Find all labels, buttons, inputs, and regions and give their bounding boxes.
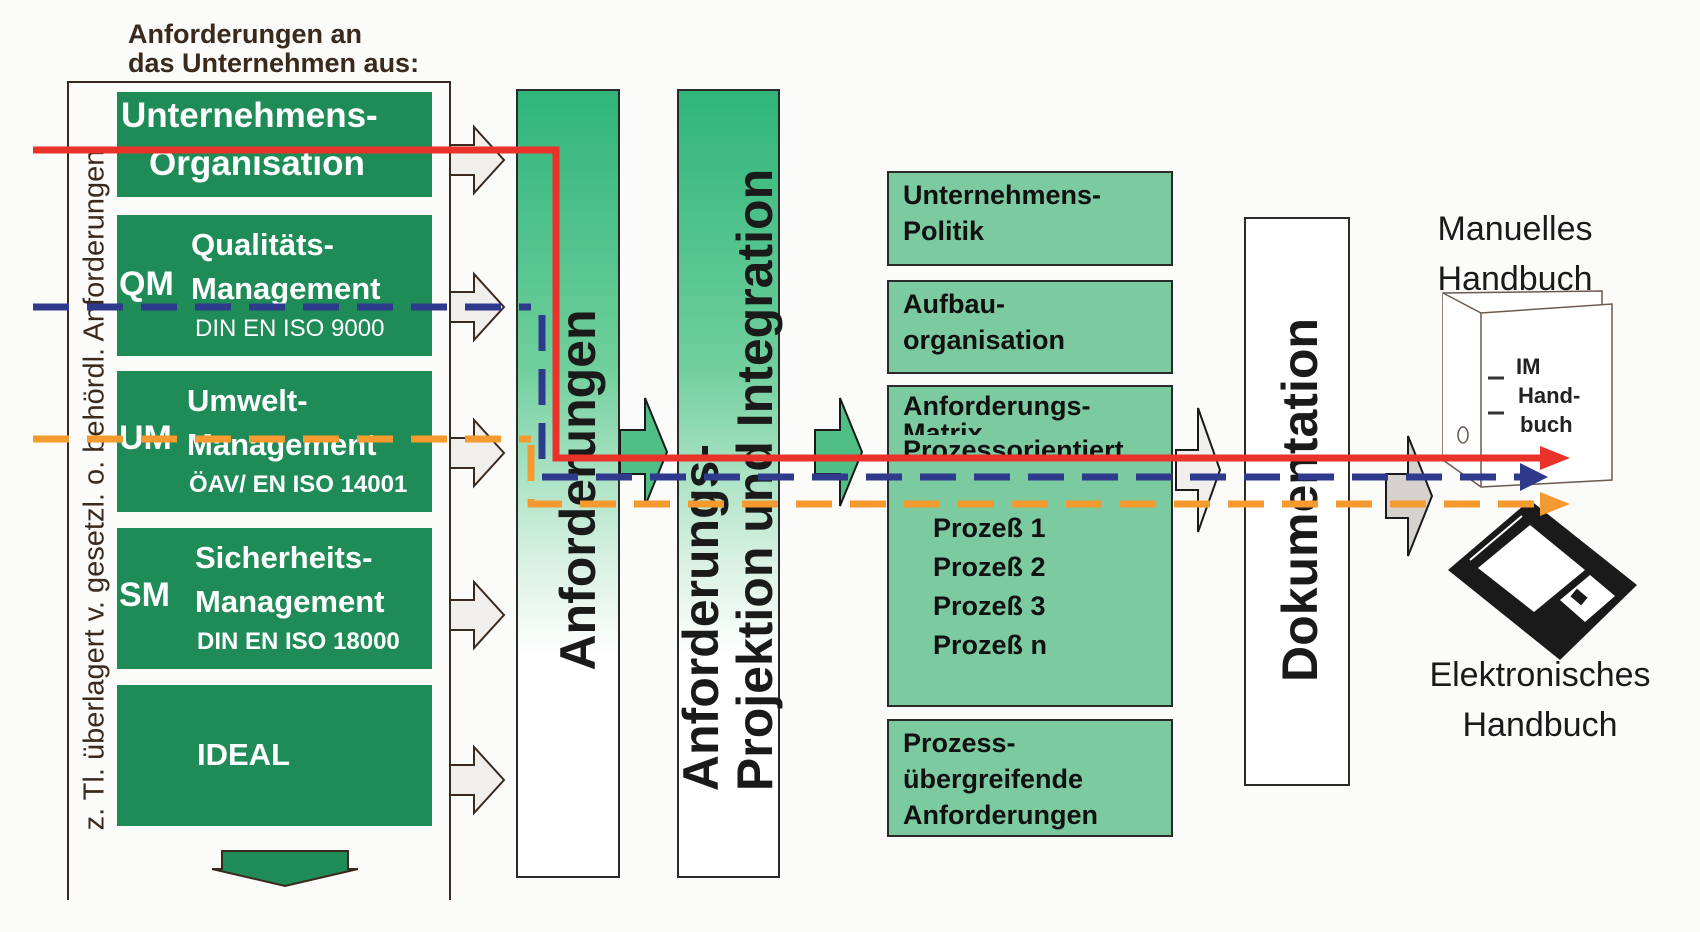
manual-handbook-label: Manuelles Handbuch <box>1410 204 1620 304</box>
process-item: Prozeß 3 <box>933 591 1046 621</box>
source-label: Sicherheits- <box>195 540 373 575</box>
arrow-right-icon <box>449 579 506 651</box>
box-line: Matrix <box>903 421 1157 435</box>
process-item: Prozeß 2 <box>933 552 1046 582</box>
box-line: Anforderungen <box>903 800 1098 830</box>
title-line-2: das Unternehmen aus: <box>128 48 420 78</box>
box-line: übergreifende <box>903 764 1084 794</box>
source-ideal: IDEAL <box>117 685 432 826</box>
path-orange <box>527 445 1540 508</box>
process-item: Prozeß 1 <box>933 513 1046 543</box>
source-label: IDEAL <box>197 737 290 772</box>
binder-label: buch <box>1520 412 1573 437</box>
box-line: organisation <box>903 325 1066 355</box>
arrow-head-red <box>1540 446 1570 470</box>
source-label: Management <box>195 584 385 619</box>
manual-line-1: Manuelles <box>1437 210 1593 248</box>
arrow-right-icon <box>1385 435 1434 557</box>
box-line: Prozess- <box>903 728 1016 758</box>
arrow-right-icon <box>449 417 506 489</box>
binder-label: Hand- <box>1518 383 1580 408</box>
source-abbr: QM <box>119 265 174 303</box>
arrow-right-icon <box>1175 407 1222 533</box>
source-organisation: Unternehmens- Organisation <box>117 92 432 197</box>
path-blue <box>538 315 1520 481</box>
source-standard: DIN EN ISO 18000 <box>197 628 400 655</box>
path-red <box>33 146 1545 462</box>
source-label: Unternehmens- <box>121 96 378 135</box>
arrow-right-icon <box>619 397 669 507</box>
binder-label: IM <box>1516 354 1540 379</box>
arrow-head-blue <box>1520 463 1548 491</box>
box-policy: Unternehmens- Politik <box>887 171 1173 266</box>
box-line: Anforderungs- <box>903 391 1091 421</box>
arrow-right-icon <box>449 124 506 196</box>
box-line: Aufbau- <box>903 289 1005 319</box>
source-abbr: SM <box>119 576 170 614</box>
arrow-right-icon <box>449 744 506 816</box>
electronic-handbook-label: Elektronisches Handbuch <box>1410 650 1670 750</box>
floppy-disk-icon <box>1448 500 1637 660</box>
diagram-title: Anforderungen an das Unternehmen aus: <box>128 20 419 78</box>
title-line-1: Anforderungen an <box>128 19 362 49</box>
arrow-head-orange <box>1540 492 1570 516</box>
sources-frame <box>67 81 451 900</box>
box-organisation: Aufbau- organisation <box>887 280 1173 374</box>
electronic-line-2: Handbuch <box>1462 706 1618 744</box>
box-crossprocess: Prozess- übergreifende Anforderungen <box>887 719 1173 837</box>
source-label: Management <box>187 427 377 462</box>
arrow-right-icon <box>814 397 864 507</box>
source-standard: DIN EN ISO 9000 <box>195 315 385 342</box>
source-qm: QM Qualitäts- Management DIN EN ISO 9000 <box>117 215 432 356</box>
source-standard: ÖAV/ EN ISO 14001 <box>189 471 408 498</box>
process-item: Prozeß n <box>933 630 1048 660</box>
box-line: Unternehmens- <box>903 180 1102 210</box>
requirements-column <box>516 89 620 878</box>
source-label: Management <box>191 271 381 306</box>
source-label: Umwelt- <box>187 383 308 418</box>
source-sm: SM Sicherheits- Management DIN EN ISO 18… <box>117 528 432 669</box>
arrow-down-icon <box>211 850 359 888</box>
electronic-line-1: Elektronisches <box>1429 656 1651 694</box>
binder-icon <box>1442 290 1613 488</box>
source-label: Qualitäts- <box>191 227 334 262</box>
box-matrix: Anforderungs- Matrix Prozessorientiert P… <box>887 385 1173 707</box>
box-line: Politik <box>903 216 985 246</box>
projection-column <box>677 89 780 878</box>
